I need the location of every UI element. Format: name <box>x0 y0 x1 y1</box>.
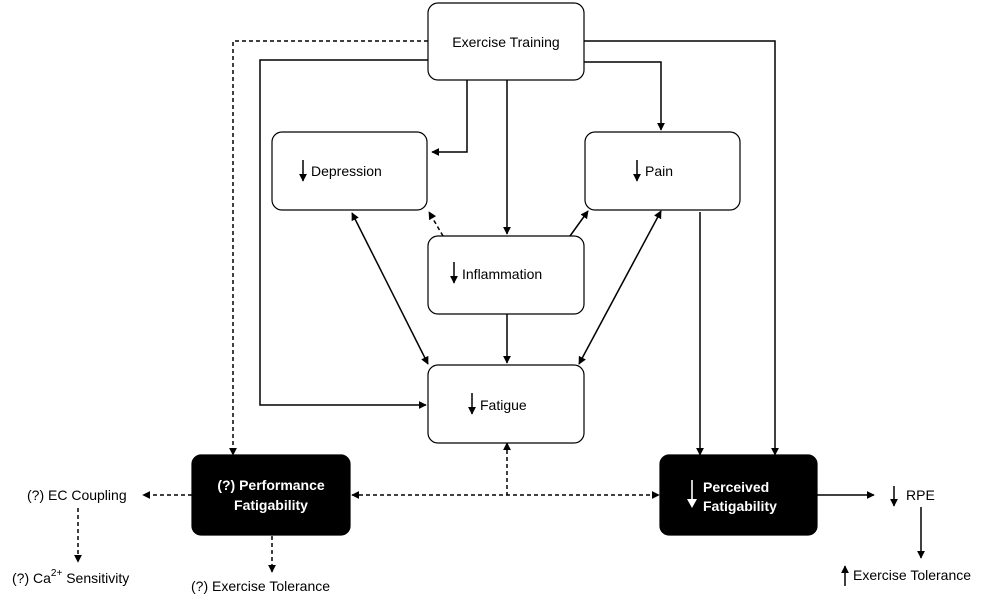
edge-exercise-fatigue <box>259 59 428 409</box>
ca-superscript: 2+ <box>51 568 63 579</box>
perceived-fatigability-label-line2: Fatigability <box>703 498 777 514</box>
ec-coupling-label: (?) EC Coupling <box>27 487 127 503</box>
edge-exercise-pain <box>584 61 665 131</box>
down-arrow-head <box>687 499 697 508</box>
fatigue-label: Fatigue <box>480 397 527 413</box>
node-perceived-fatigability: Perceived Fatigability <box>659 454 818 536</box>
perceived-fatigability-label-line1: Perceived <box>703 479 769 495</box>
exercise-tolerance-performance-label: (?) Exercise Tolerance <box>191 578 330 594</box>
ca-prefix: (?) Ca <box>12 570 51 586</box>
edge-depression-fatigue <box>351 212 429 365</box>
node-depression: Depression <box>271 131 428 211</box>
rpe-label: RPE <box>906 487 935 503</box>
edge-inflammation-depression <box>428 211 444 237</box>
edge-exercise-performance <box>229 40 428 456</box>
node-exercise-training: Exercise Training <box>427 2 585 81</box>
depression-label: Depression <box>311 163 382 179</box>
node-performance-fatigability: (?) Performance Fatigability <box>191 454 351 536</box>
node-fatigue: Fatigue <box>427 364 585 444</box>
inflammation-label: Inflammation <box>462 266 542 282</box>
exercise-tolerance-perceived-label: Exercise Tolerance <box>853 567 971 583</box>
node-pain: Pain <box>584 131 741 211</box>
connectors <box>74 40 925 573</box>
edge-exercise-depression <box>431 80 468 156</box>
ca-sensitivity-label: (?) Ca2+ Sensitivity <box>12 568 129 586</box>
performance-fatigability-label-line1: (?) Performance <box>217 477 325 493</box>
pain-label: Pain <box>645 163 673 179</box>
edge-exercise-perceived <box>584 40 779 456</box>
ca-suffix: Sensitivity <box>62 570 129 586</box>
performance-fatigability-label-line2: Fatigability <box>234 497 308 513</box>
edge-inflammation-pain <box>569 210 589 237</box>
exercise-training-label: Exercise Training <box>452 34 559 50</box>
edge-pain-fatigue <box>578 210 662 365</box>
node-inflammation: Inflammation <box>427 235 585 315</box>
